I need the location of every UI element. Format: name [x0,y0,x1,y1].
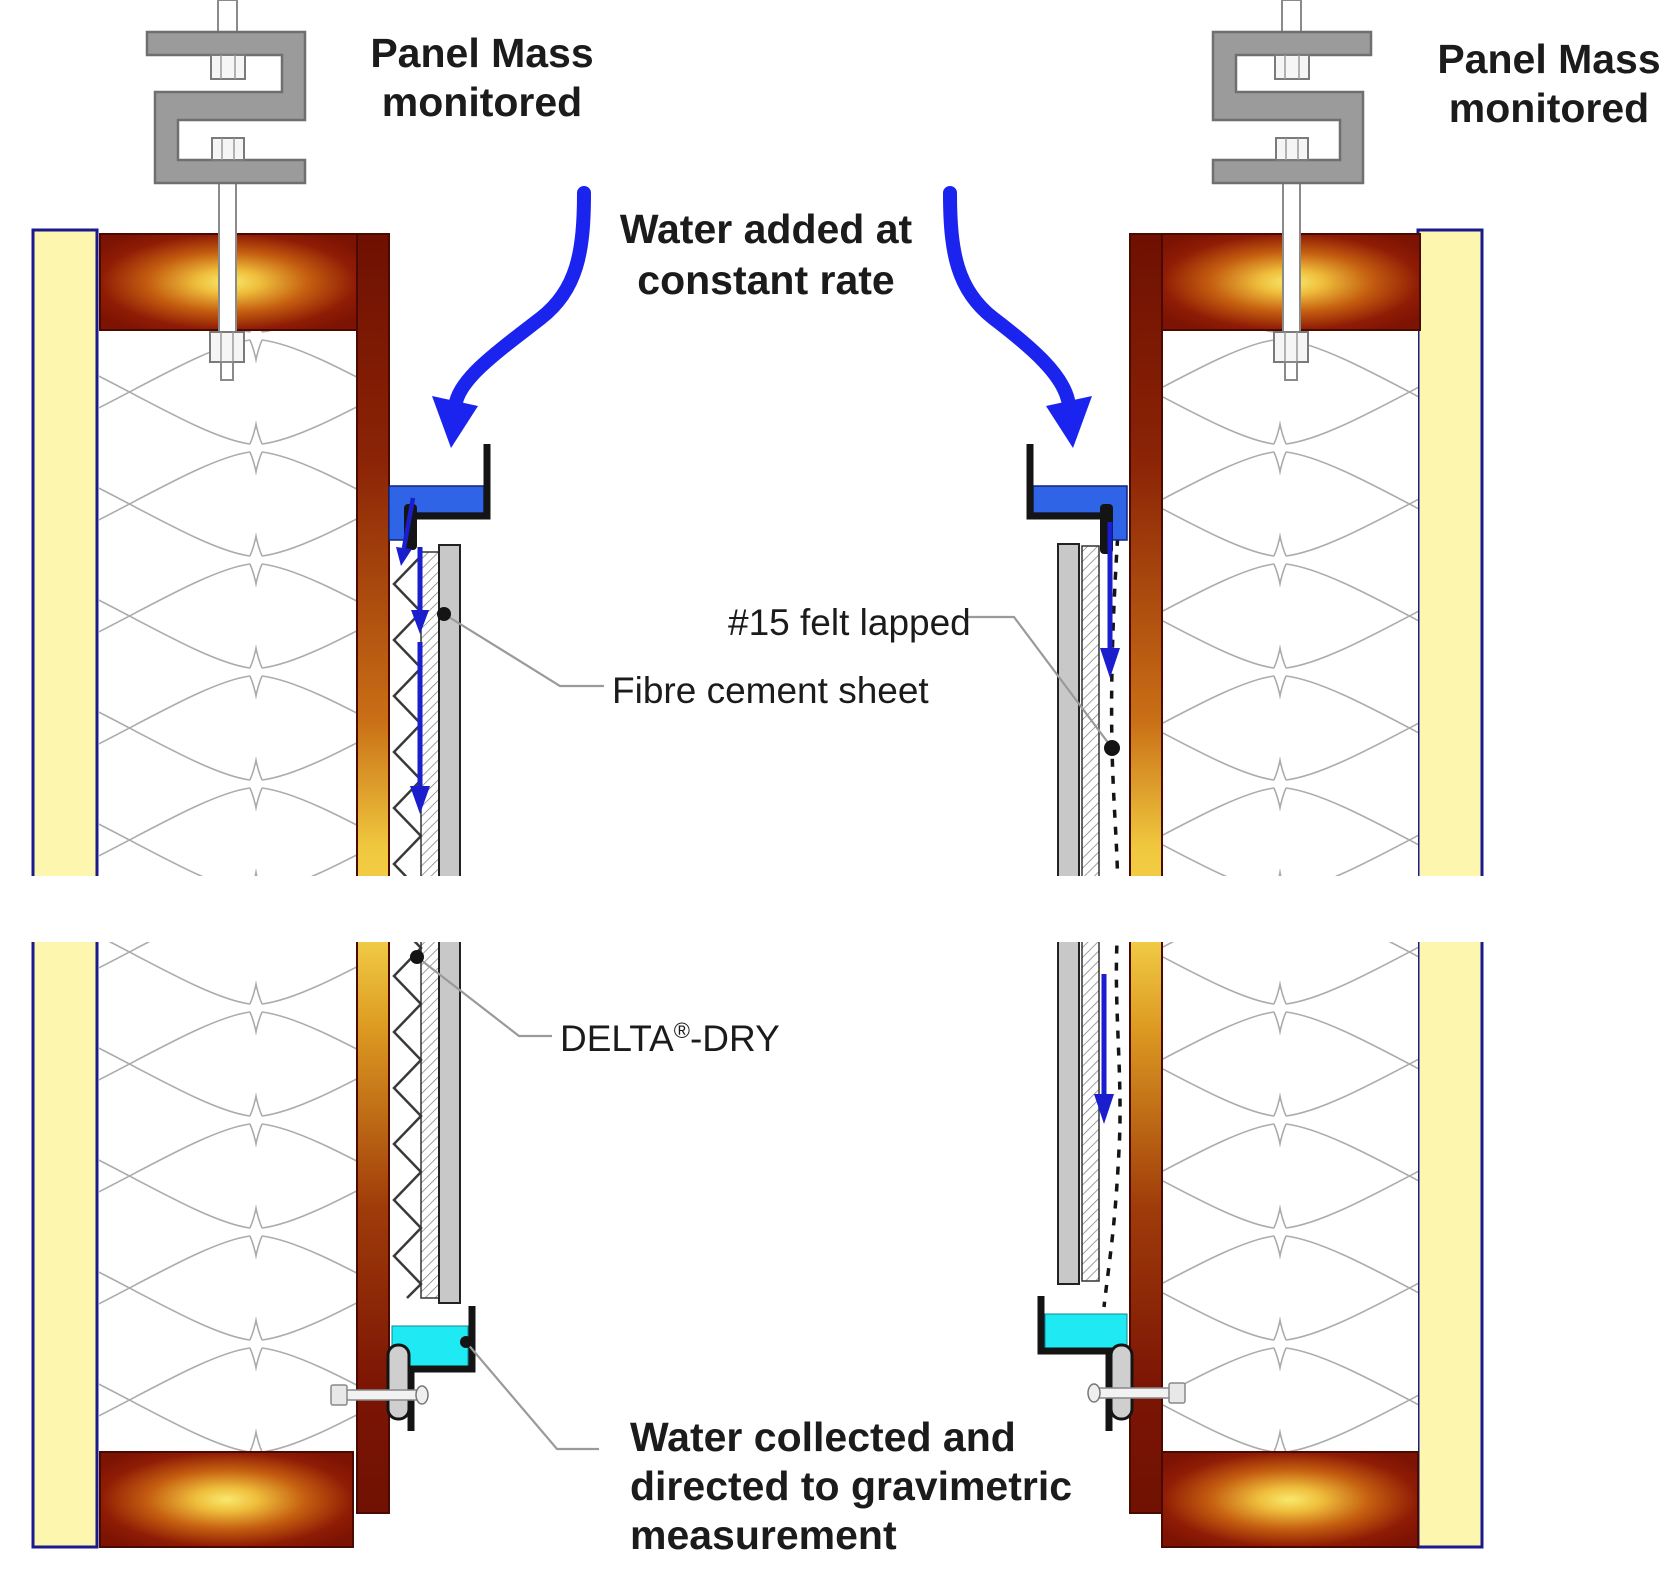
stud-right [1129,233,1163,1514]
spill-arrow-left [401,497,416,549]
water-collected-label-line3: measurement [630,1512,897,1558]
section-break-band [0,876,1674,942]
water-added-arrowhead-left [432,396,478,448]
hanger-rod-lower-right [1282,159,1301,333]
hex-nut-upper-left [210,54,246,80]
spill-arrowhead-left [396,547,412,566]
leader-fibre-cement [443,613,604,688]
fibre-cement-label: Fibre cement sheet [612,670,929,711]
registered-mark: ® [674,1018,690,1043]
load-hanger-right [1211,0,1373,381]
panel-mass-label-right-line2: monitored [1449,85,1649,131]
collection-tray-bracket-left [407,1306,476,1431]
delta-dry-brand: DELTA [560,1018,674,1059]
leader-dot-felt-lapped [1104,740,1120,756]
bottom-plate-left [99,1451,354,1548]
drainage-arrowhead-right-1 [1100,648,1120,678]
clamp-bolt-nut-left [415,1385,429,1405]
hex-nut-below-plate-right [1273,331,1309,381]
felt-lapped-label: #15 felt lapped [728,602,971,643]
stud-left [356,233,390,1514]
leader-dot-fibre-cement [437,607,451,621]
hex-nut-below-plate-left [209,331,245,381]
leader-delta-dry [416,956,552,1038]
hex-nut-upper-right [1274,54,1310,80]
clamp-bolt-head-left [330,1384,348,1406]
collected-water-right [1044,1313,1128,1349]
clamp-capsule-left [386,1343,411,1421]
clamp-capsule-right [1109,1343,1134,1421]
water-added-arrow-right [943,186,1075,407]
supply-tray-bracket-left [408,444,491,520]
panel-mass-label-right-line1: Panel Mass [1437,36,1660,82]
clamp-bolt-head-right [1168,1382,1186,1404]
water-added-arrow-left [449,186,591,409]
s-hook-bracket-left [145,30,307,185]
water-added-label-line2: constant rate [637,257,894,303]
delta-dry-label: DELTA®-DRY [560,1018,780,1059]
water-added-arrowhead-right [1046,396,1092,448]
load-hanger-left [145,0,307,381]
leader-dot-delta-dry [410,950,424,964]
bottom-plate-right [1161,1451,1419,1548]
delta-dry-suffix: -DRY [690,1018,780,1059]
clamp-bolt-nut-right [1087,1383,1101,1403]
hanger-rod-lower-left [218,159,237,333]
leader-water-collected [465,1341,599,1451]
water-collected-label-line2: directed to gravimetric [630,1463,1072,1509]
leader-felt-lapped [968,615,1113,749]
panel-mass-label-left-line1: Panel Mass [370,30,593,76]
supply-tray-bracket-right [1026,444,1109,520]
panel-mass-label-left-line2: monitored [382,79,582,125]
drainage-arrowhead-left-2 [410,786,430,814]
leader-dot-water-collected [460,1336,472,1348]
drainage-arrowhead-left-1 [411,610,429,634]
s-hook-bracket-right [1211,30,1373,185]
water-collected-label-line1: Water collected and [630,1414,1016,1460]
hex-nut-middle-left [211,137,245,161]
drainage-arrowhead-right-2 [1094,1094,1114,1124]
hex-nut-middle-right [1275,137,1309,161]
water-added-label-line1: Water added at [620,206,913,252]
